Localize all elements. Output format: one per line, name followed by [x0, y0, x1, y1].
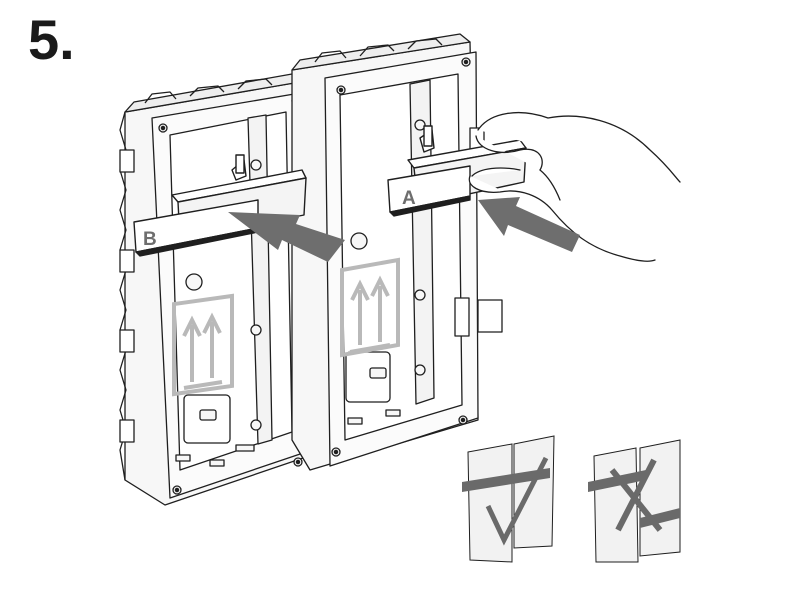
correct-check-icon — [462, 435, 555, 563]
this-way-up-arrows-icon — [340, 257, 400, 358]
bracket-b-label: B — [143, 229, 157, 250]
insert-arrow-icon — [228, 197, 580, 262]
bracket-a-label: A — [402, 188, 416, 209]
hand-icon — [468, 112, 681, 262]
this-way-up-arrows-icon — [172, 293, 234, 397]
left-mounting-box — [119, 73, 313, 506]
bracket-b: B — [133, 154, 307, 257]
incorrect-cross-icon — [588, 439, 681, 563]
step-number: 5. — [28, 8, 75, 71]
